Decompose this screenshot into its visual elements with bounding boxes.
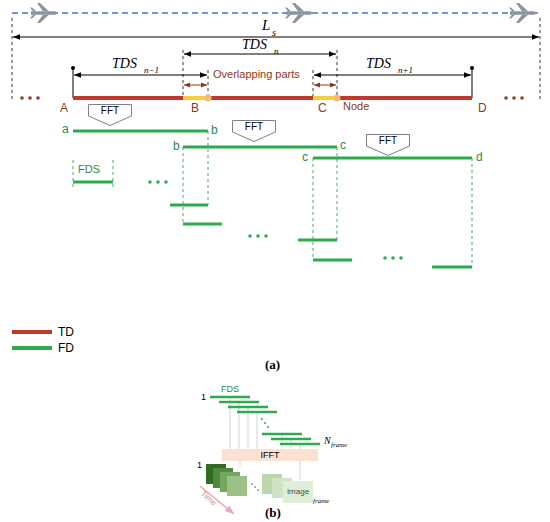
subscript: n [274,47,279,56]
frequency-domain-lines [73,131,472,267]
count-label: N [324,436,331,446]
ellipsis-dots [251,483,259,491]
point-label: B [191,102,199,114]
point-label: D [478,102,487,114]
ellipsis-dots [20,96,524,100]
overlap-arrow [184,85,207,86]
boundary-line [472,66,473,98]
node-text: IFFT [261,451,280,460]
point-label: d [476,151,483,163]
image-frame: Image [283,481,313,503]
subscript: frame [313,498,329,505]
node-text: FFT [101,106,119,116]
point-label: a [62,123,69,135]
fft-block: FFT [88,104,132,126]
axis-label: Time [199,490,218,507]
dimension-arrow [74,75,207,76]
point-label: c [340,139,346,151]
node-dot [205,95,212,102]
segment-label: TDS [366,57,391,71]
fft-block: FFT [366,134,410,156]
node-text: FFT [245,122,263,132]
dimension-label: L [262,18,270,33]
legend-swatch [12,330,52,334]
overlap-segment [183,96,208,100]
node-dot [334,95,341,102]
subscript: n−1 [144,66,159,75]
ellipsis-dots [148,180,403,260]
point-label: C [318,102,327,114]
index-label: 1 [201,393,206,402]
time-domain-line [73,96,472,100]
pentagon-shape [233,121,276,142]
fft-block: FFT [232,120,276,142]
panel-label: (a) [265,358,280,371]
pentagon-shape [89,105,132,126]
boundary-line [208,70,209,98]
point-label: c [302,151,308,163]
ellipsis-dots [261,418,269,428]
point-label: b [211,124,218,136]
boundary-line [183,50,184,98]
boundary-line [73,66,74,98]
segment-label: TDS [242,38,267,52]
node-label: Node [343,101,369,112]
image-frames [206,464,292,498]
segment-label: FDS [78,164,100,175]
point-label: b [173,140,180,152]
frame-segments [210,397,320,444]
guide-lines [73,131,472,267]
subscript: frame [331,442,347,449]
panel-label: (b) [265,506,281,519]
segment-label: FDS [221,385,239,394]
point-label: A [60,102,68,114]
legend-swatch [12,346,52,350]
boundary-line [337,50,338,98]
boundary-dot [470,66,474,70]
node-text: FFT [379,136,397,146]
subscript: s [272,28,276,38]
flight-track [12,12,540,14]
node-text: Image [287,488,309,496]
ifft-box: IFFT [222,449,318,461]
boundary-line [313,70,314,98]
overlap-segment [313,96,337,100]
pentagon-shape [367,135,410,156]
index-label: 1 [197,461,202,470]
legend-text: FD [58,342,74,354]
dimension-arrow [314,75,471,76]
aircraft-icon [285,3,313,23]
legend-text: TD [58,326,74,338]
overlap-arrow [314,85,336,86]
segment-label: TDS [112,57,137,71]
aircraft-icon [30,3,58,23]
dimension-arrow [13,37,539,38]
extent-line [540,18,541,100]
subscript: n+1 [398,66,413,75]
overlap-label: Overlapping parts [213,69,300,80]
dimension-arrow [184,54,336,55]
extent-line [12,18,13,100]
boundary-dot [71,66,75,70]
aircraft-icon [509,3,537,23]
